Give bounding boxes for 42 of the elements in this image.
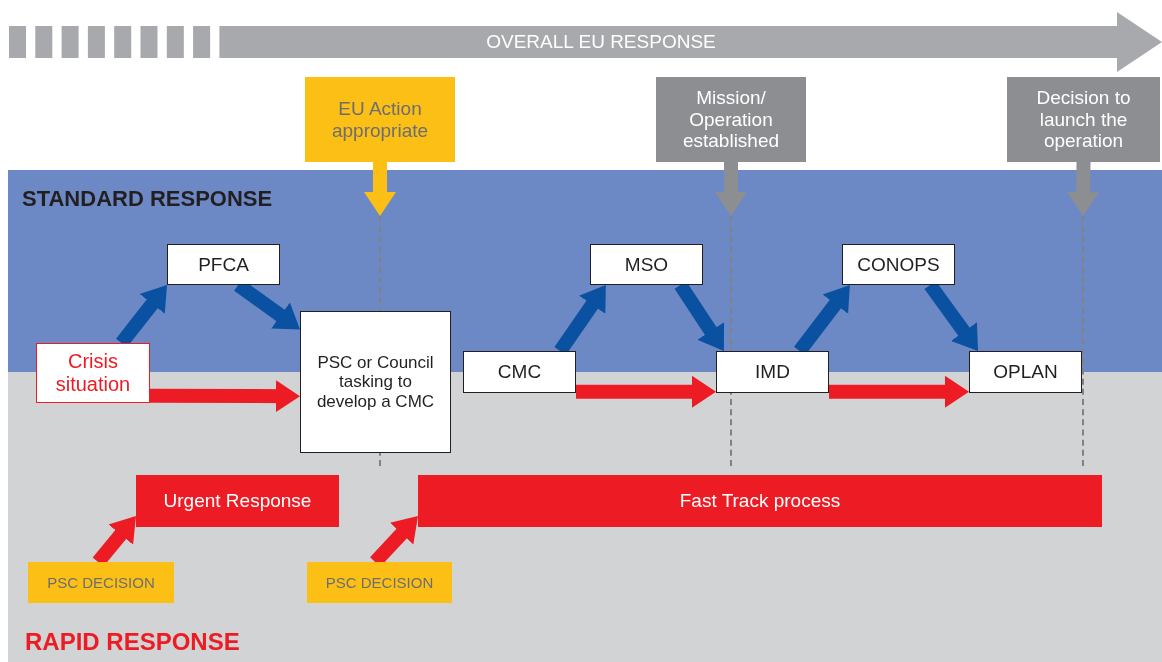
overall-response-label: OVERALL EU RESPONSE [486,31,716,53]
decision-label: PSC DECISION [325,573,434,592]
arrow [715,162,747,216]
process-box [590,244,703,285]
milestone-label: Mission/ Operation established [681,86,781,153]
milestone-divider-line [730,216,732,466]
process-label: CMC [497,361,542,383]
arrow [1067,161,1100,216]
arrow [149,380,300,413]
milestone-box [305,77,455,162]
process-box [300,311,451,453]
process-label: IMD [755,361,790,383]
process-label: PSC or Council tasking to develop a CMC [315,352,436,412]
milestone-divider-line [379,216,381,466]
band-heading: STANDARD RESPONSE [22,186,273,212]
process-label: MSO [624,253,669,276]
band-heading: RAPID RESPONSE [25,628,240,656]
arrow [576,375,716,408]
process-label: OPLAN [993,361,1058,383]
process-box [716,351,829,393]
start-box [36,343,150,403]
process-box [969,351,1082,393]
decision-box [28,562,174,603]
process-box [842,244,955,285]
process-label: Urgent Response [163,490,312,512]
start-label: Crisis situation [54,350,132,396]
arrow [364,162,396,216]
process-label: PFCA [198,253,249,276]
arrow [829,375,969,408]
milestone-divider-line [1082,216,1084,466]
milestone-box [656,77,806,162]
process-box [167,244,280,285]
rapid-process-bar [418,475,1102,527]
milestone-label: EU Action appropriate [330,97,430,142]
milestone-label: Decision to launch the operation [1035,86,1132,153]
process-label: CONOPS [857,253,940,276]
rapid-process-bar [136,475,339,527]
decision-box [307,562,452,603]
process-label: Fast Track process [679,490,841,512]
milestone-box [1007,77,1160,162]
decision-label: PSC DECISION [47,573,155,592]
process-box [463,351,576,393]
